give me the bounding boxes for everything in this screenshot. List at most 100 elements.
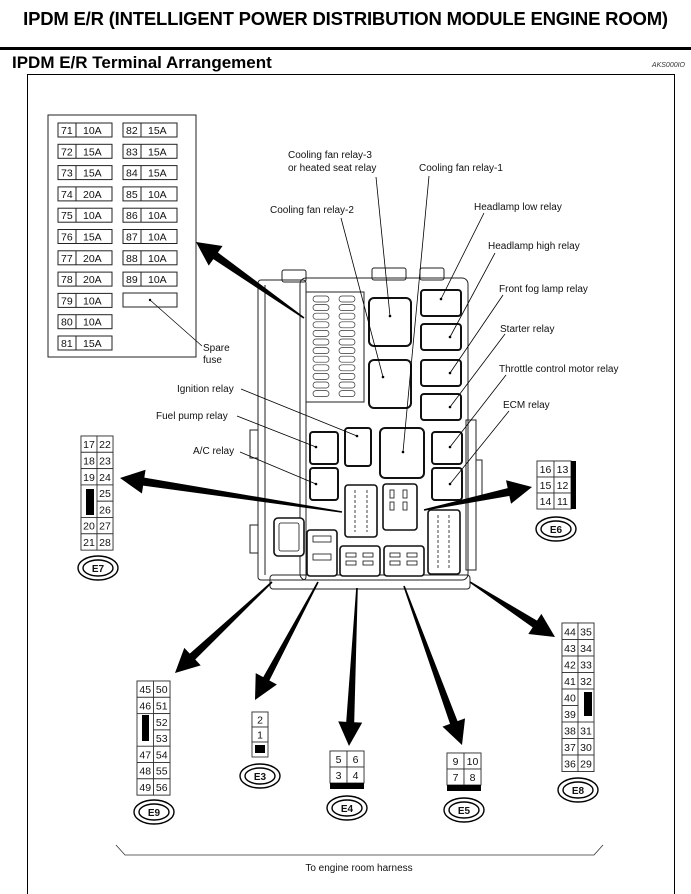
- connector-id: E5: [458, 806, 471, 817]
- module-fuse: [312, 381, 330, 389]
- terminal-number: 21: [83, 537, 95, 549]
- fuse-number: 72: [61, 146, 73, 158]
- terminal-number: 25: [99, 488, 111, 500]
- fuse-number: 88: [126, 253, 138, 265]
- terminal-number: 15: [540, 480, 552, 492]
- fuse-rating: 10A: [148, 210, 167, 222]
- label-heated-seat-relay: or heated seat relay: [288, 163, 376, 174]
- module-fuse: [338, 304, 356, 311]
- fuse-number: 87: [126, 232, 138, 244]
- terminal-cell: [153, 778, 171, 796]
- connector-id: E8: [572, 786, 585, 797]
- section-title: IPDM E/R Terminal Arrangement: [12, 53, 272, 72]
- terminal-number: 18: [83, 455, 95, 467]
- label-cooling-fan-relay-1: Cooling fan relay-1: [419, 163, 503, 174]
- pointer-arrow: [175, 581, 273, 673]
- label-front-fog-lamp-relay: Front fog lamp relay: [499, 284, 588, 295]
- terminal-number: 29: [580, 758, 592, 770]
- terminal-number: 33: [580, 659, 592, 671]
- module-sockets: [273, 483, 461, 577]
- pointer-arrow: [196, 242, 305, 319]
- terminal-number: 13: [557, 464, 569, 476]
- terminal-number: 42: [564, 659, 576, 671]
- terminal-number: 39: [564, 709, 576, 721]
- terminal-number: 53: [156, 733, 168, 745]
- fuse-rating: 20A: [83, 253, 102, 265]
- relay-fuel-pump: [309, 431, 339, 465]
- fuse-rating: 15A: [83, 146, 102, 158]
- terminal-number: 4: [353, 770, 359, 782]
- terminal-number: 51: [156, 700, 168, 712]
- connector-badge-inner: [331, 799, 363, 817]
- connector-id: E3: [254, 772, 267, 783]
- label-throttle-control-motor-relay: Throttle control motor relay: [499, 364, 619, 375]
- terminal-number: 8: [470, 772, 476, 784]
- module-fuse: [312, 312, 330, 320]
- relay-ignition: [344, 427, 372, 467]
- terminal-number: 20: [83, 521, 95, 533]
- socket-e6: [382, 483, 418, 531]
- module-fuse: [312, 373, 330, 380]
- socket-e7: [344, 484, 378, 538]
- relay-front-fog: [420, 359, 462, 387]
- terminal-number: 54: [156, 749, 168, 761]
- terminal-number: 14: [540, 496, 552, 508]
- fuse-rating: 15A: [83, 168, 102, 180]
- label-headlamp-low-relay: Headlamp low relay: [474, 202, 562, 213]
- terminal-number: 19: [83, 472, 95, 484]
- fuse-number: 82: [126, 125, 138, 137]
- pointer-arrow: [338, 587, 363, 746]
- harness-bracket: [115, 844, 604, 856]
- diagram-frame: [27, 74, 675, 894]
- label-ecm-relay: ECM relay: [503, 400, 550, 411]
- module-fuse: [338, 312, 356, 320]
- label-headlamp-high-relay: Headlamp high relay: [488, 241, 580, 252]
- terminal-number: 12: [557, 480, 569, 492]
- terminal-number: 17: [83, 439, 95, 451]
- fuse-rating: 20A: [83, 189, 102, 201]
- fuse-number: 85: [126, 189, 138, 201]
- fuse-rating: 10A: [83, 295, 102, 307]
- fuse-rating: 10A: [148, 189, 167, 201]
- relay-headlamp-high: [420, 323, 462, 351]
- terminal-number: 30: [580, 742, 592, 754]
- connector-lock-tab: [86, 489, 94, 515]
- label-cooling-fan-relay-3: Cooling fan relay-3: [288, 150, 372, 161]
- terminal-number: 5: [336, 754, 342, 766]
- module-fuse: [312, 321, 330, 329]
- fuse-rating: 15A: [83, 232, 102, 244]
- terminal-number: 56: [156, 782, 168, 794]
- module-fuse: [338, 295, 356, 303]
- fuse-number: 76: [61, 232, 73, 244]
- fuse-number: 71: [61, 125, 73, 137]
- fuse-entry: 76 15A: [57, 229, 113, 244]
- connector-id: E6: [550, 525, 563, 536]
- fuse-strip: [312, 295, 356, 397]
- terminal-number: 52: [156, 717, 168, 729]
- reference-code: AKS000IO: [651, 62, 685, 69]
- relay-cooling-fan-2: [368, 359, 412, 409]
- module-fuse: [338, 373, 356, 380]
- terminal-cell: [96, 533, 114, 551]
- fuse-rating: 10A: [83, 125, 102, 137]
- terminal-number: 16: [540, 464, 552, 476]
- connector-id: E7: [92, 564, 105, 575]
- terminal-number: 36: [564, 758, 576, 770]
- terminal-number: 26: [99, 504, 111, 516]
